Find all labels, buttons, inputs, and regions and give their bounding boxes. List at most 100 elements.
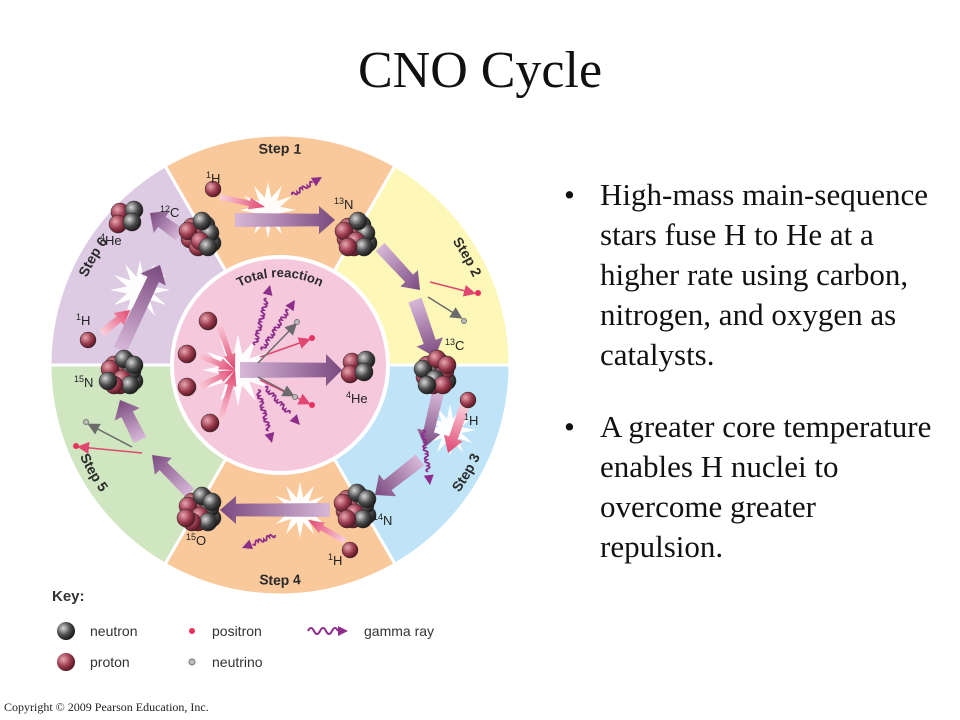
total-proton (198, 311, 218, 331)
neutron (202, 492, 222, 512)
neutron (124, 355, 144, 375)
label-1h-step-1: 1H (206, 170, 220, 186)
label-14n: 14N (373, 512, 392, 528)
proton-arrow-step-4 (307, 519, 347, 544)
key-title: Key: (52, 588, 85, 605)
neutron-icon (57, 622, 75, 640)
bullet-dot: • (564, 409, 575, 444)
o15-nucleus (176, 486, 222, 532)
label-4he-step-6: 4He (100, 232, 122, 248)
proton-arrow-step-1 (219, 194, 265, 210)
positron-total (309, 402, 315, 408)
label-13c: 13C (445, 337, 464, 353)
neutrino-total (257, 376, 295, 397)
gamma-ray-total (252, 284, 273, 346)
proton (337, 509, 357, 529)
gamma-ray-step-3 (420, 429, 434, 486)
n13-nucleus (334, 211, 378, 257)
outer-ring (49, 134, 511, 596)
neutron (198, 237, 218, 257)
label-1h-step-6: 1H (76, 312, 90, 328)
neutron (98, 371, 118, 391)
proton (433, 375, 453, 395)
positron-total (259, 337, 311, 358)
proton-step-1 (204, 180, 222, 198)
gamma-ray-icon (307, 626, 348, 636)
neutrino-total (257, 322, 298, 364)
proton-arrow-step-3 (443, 403, 470, 453)
positron-total (309, 335, 315, 341)
key-item-proton: proton (56, 651, 130, 673)
flash-step-1 (240, 182, 296, 238)
key-label: neutron (90, 623, 138, 639)
neutron (357, 489, 377, 509)
main-arrow-step-6b (149, 210, 185, 241)
label-1h-step-4: 1H (328, 552, 342, 568)
step-label-4: Step 4 (259, 571, 302, 588)
bullet-dot: • (564, 177, 575, 212)
total-proton-arrow (196, 370, 235, 390)
main-arrow-step-2 (375, 242, 421, 291)
neutron (198, 512, 218, 532)
label-15o: 15O (186, 532, 206, 548)
proton-arrow-step-6 (99, 310, 130, 337)
neutrino-arrow-step-5 (87, 423, 133, 448)
neutrino-total (294, 319, 300, 325)
neutron (122, 212, 142, 232)
neutrino-step-5 (83, 419, 89, 425)
positron-icon (189, 628, 195, 634)
bullet-list: •High-mass main-sequence stars fuse H to… (560, 175, 940, 599)
key-label: proton (90, 654, 130, 670)
positron-arrow-step-5 (77, 441, 143, 454)
neutrino-step-2 (461, 318, 467, 324)
key-legend: Key: neutron positron gamma ray proton n… (52, 588, 472, 678)
flash-total (202, 334, 274, 406)
total-proton (177, 344, 197, 364)
neutron (353, 509, 373, 529)
he4-nucleus-total (340, 350, 376, 384)
total-main-arrow (240, 354, 342, 386)
gamma-ray-step-1 (290, 177, 322, 196)
step-label-1: Step 1 (258, 140, 302, 157)
neutron (120, 375, 140, 395)
c12-nucleus (178, 211, 222, 257)
main-arrow-step-2b (408, 297, 443, 358)
neutrino-total (292, 394, 298, 400)
key-label: neutrino (212, 654, 263, 670)
n15-nucleus (98, 349, 144, 395)
key-item-gamma-ray: gamma ray (306, 620, 434, 642)
key-item-neutron: neutron (56, 620, 137, 642)
flash-step-3 (424, 404, 476, 456)
total-proton (200, 413, 220, 433)
neutrino-arrow-step-2 (427, 296, 463, 319)
proton-step-3 (459, 391, 477, 409)
main-arrow-step-1 (235, 206, 335, 234)
gamma-ray-total (264, 385, 301, 426)
neutron (354, 362, 374, 382)
neutrino-icon (188, 658, 196, 666)
reaction-arrows (77, 177, 476, 549)
label-4he-total: 4He (346, 390, 368, 406)
main-arrow-step-3b (374, 454, 425, 497)
proton-step-4 (341, 541, 359, 559)
bullet-item: •High-mass main-sequence stars fuse H to… (560, 175, 940, 375)
bullet-text: A greater core temperature enables H nuc… (600, 409, 932, 564)
proton-icon (57, 653, 75, 671)
proton (437, 355, 457, 375)
neutron (192, 211, 212, 231)
label-13n: 13N (334, 196, 353, 212)
positron-step-2 (475, 290, 481, 296)
main-arrow-step-4 (220, 496, 330, 524)
proton (178, 221, 198, 241)
he4-nucleus-step-6 (108, 200, 144, 234)
gamma-ray-step-4 (241, 533, 276, 549)
neutron (348, 211, 368, 231)
bullet-item: • A greater core temperature enables H nu… (560, 407, 940, 567)
label-1h-step-3: 1H (464, 412, 478, 428)
total-proton-arrow (196, 352, 235, 370)
total-proton-arrow (217, 370, 237, 423)
total-proton-arrow (215, 320, 236, 370)
flash-step-6 (110, 260, 170, 320)
